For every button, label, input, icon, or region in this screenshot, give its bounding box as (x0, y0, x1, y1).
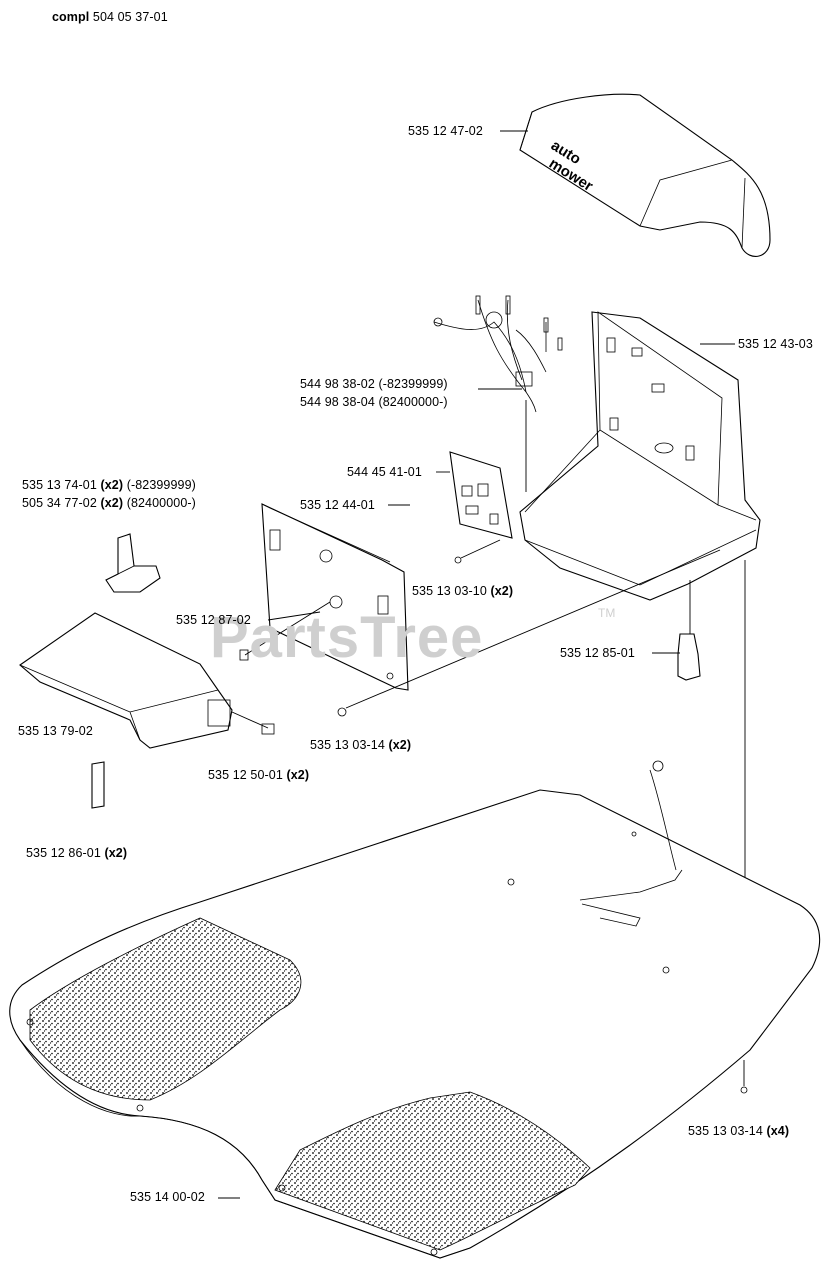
label-screw-board-number: 535 13 03-10 (412, 584, 487, 598)
label-harness-a-note: (-82399999) (378, 377, 448, 391)
label-base-number: 535 14 00-02 (130, 1190, 205, 1204)
label-housing[interactable]: 535 12 43-03 (738, 337, 813, 352)
harness-part[interactable] (433, 295, 563, 413)
label-clip-b-qty: (x2) (100, 496, 124, 510)
watermark: PartsTree (210, 605, 484, 670)
label-screw-plate-qty: (x2) (388, 738, 412, 752)
assembly-number: compl 504 05 37-01 (52, 10, 168, 25)
label-clip-a-qty: (x2) (100, 478, 124, 492)
label-clip-a-number: 535 13 74-01 (22, 478, 97, 492)
label-lid-number: 535 13 79-02 (18, 724, 93, 738)
label-harness-a[interactable]: 544 98 38-02 (-82399999) (300, 377, 448, 392)
label-pin2[interactable]: 535 12 50-01 (x2) (208, 768, 309, 783)
label-connector[interactable]: 535 12 85-01 (560, 646, 635, 661)
connector-part[interactable] (677, 580, 701, 681)
label-cover-number: 535 12 47-02 (408, 124, 483, 138)
label-screw-board[interactable]: 535 13 03-10 (x2) (412, 584, 513, 599)
label-base[interactable]: 535 14 00-02 (130, 1190, 205, 1205)
label-connector-number: 535 12 85-01 (560, 646, 635, 660)
strip-part[interactable] (91, 761, 105, 809)
screw-plate-leader (345, 549, 721, 709)
label-screw-plate[interactable]: 535 13 03-14 (x2) (310, 738, 411, 753)
circuit-board-part[interactable] (449, 451, 513, 564)
base-plate-part[interactable] (9, 760, 821, 1259)
label-screw-base-number: 535 13 03-14 (688, 1124, 763, 1138)
label-harness-a-number: 544 98 38-02 (300, 377, 375, 391)
clip-part[interactable] (105, 533, 161, 593)
watermark-tm: TM (598, 606, 616, 620)
label-screw-plate-number: 535 13 03-14 (310, 738, 385, 752)
label-pin2-qty: (x2) (286, 768, 310, 782)
label-strip-number: 535 12 86-01 (26, 846, 101, 860)
assembly-prefix: compl (52, 10, 90, 24)
label-clip-b-note: (82400000-) (126, 496, 196, 510)
label-pin2-number: 535 12 50-01 (208, 768, 283, 782)
label-clip-b-number: 505 34 77-02 (22, 496, 97, 510)
cover-part[interactable]: auto mower (519, 93, 771, 257)
assembly-number-value: 504 05 37-01 (92, 10, 168, 24)
label-plate[interactable]: 535 12 44-01 (300, 498, 375, 513)
label-board[interactable]: 544 45 41-01 (347, 465, 422, 480)
label-leaders (218, 130, 735, 1199)
label-harness-b-note: (82400000-) (378, 395, 448, 409)
lid-part[interactable] (19, 612, 275, 749)
label-board-number: 544 45 41-01 (347, 465, 422, 479)
label-clip-a[interactable]: 535 13 74-01 (x2) (-82399999) (22, 478, 196, 493)
housing-part[interactable] (519, 311, 761, 601)
label-strip[interactable]: 535 12 86-01 (x2) (26, 846, 127, 861)
label-housing-number: 535 12 43-03 (738, 337, 813, 351)
label-screw-board-qty: (x2) (490, 584, 514, 598)
screw-plate-icon (337, 707, 347, 717)
label-clip-b[interactable]: 505 34 77-02 (x2) (82400000-) (22, 496, 196, 511)
label-harness-b[interactable]: 544 98 38-04 (82400000-) (300, 395, 448, 410)
label-pin[interactable]: 535 12 87-02 (176, 613, 251, 628)
label-lid[interactable]: 535 13 79-02 (18, 724, 93, 739)
label-strip-qty: (x2) (104, 846, 128, 860)
label-screw-base-qty: (x4) (766, 1124, 790, 1138)
label-cover[interactable]: 535 12 47-02 (408, 124, 483, 139)
label-pin-number: 535 12 87-02 (176, 613, 251, 627)
label-harness-b-number: 544 98 38-04 (300, 395, 375, 409)
label-plate-number: 535 12 44-01 (300, 498, 375, 512)
plate-part[interactable] (239, 503, 409, 691)
label-screw-base[interactable]: 535 13 03-14 (x4) (688, 1124, 789, 1139)
label-clip-a-note: (-82399999) (126, 478, 196, 492)
